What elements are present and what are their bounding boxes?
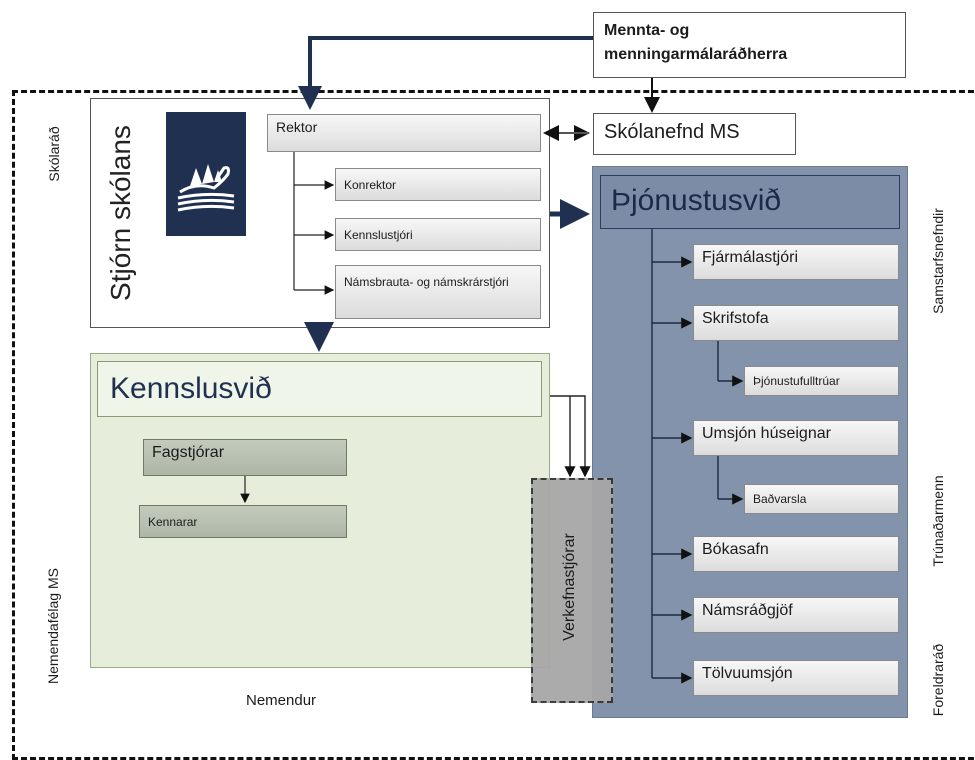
students-label: Nemendur (246, 692, 317, 709)
department-heads-box: Fagstjórar (143, 439, 347, 476)
school-board-box: Skólanefnd MS (593, 113, 796, 155)
teachers-box: Kennarar (139, 505, 347, 538)
service-division-title: Þjónustusvið (600, 175, 900, 229)
it-support-box: Tölvuumsjón (693, 660, 899, 696)
teaching-division-title: Kennslusvið (97, 361, 542, 417)
bath-attendant-box: Baðvarsla (744, 484, 899, 514)
facilities-box: Umsjón húseignar (693, 420, 899, 456)
minister-line-1: Mennta- og (604, 22, 690, 39)
minister-box: Mennta- og menningarmálaráðherra (593, 12, 906, 78)
office-box: Skrifstofa (693, 305, 899, 341)
curriculum-director-box: Námsbrauta- og námskrárstjóri (335, 265, 541, 319)
service-reps-box: Þjónustufulltrúar (744, 366, 899, 396)
rector-box: Rektor (267, 114, 541, 152)
minister-line-2: menningarmálaráðherra (604, 46, 788, 63)
vice-principal-box: Konrektor (335, 168, 541, 201)
head-of-teaching-box: Kennslustjóri (335, 218, 541, 251)
counselling-box: Námsráðgjöf (693, 597, 899, 633)
library-box: Bókasafn (693, 536, 899, 572)
connector-lines (240, 36, 744, 684)
project-managers-box (531, 478, 613, 703)
swan-logo-icon (166, 112, 246, 236)
finance-director-box: Fjármálastjóri (693, 244, 899, 280)
